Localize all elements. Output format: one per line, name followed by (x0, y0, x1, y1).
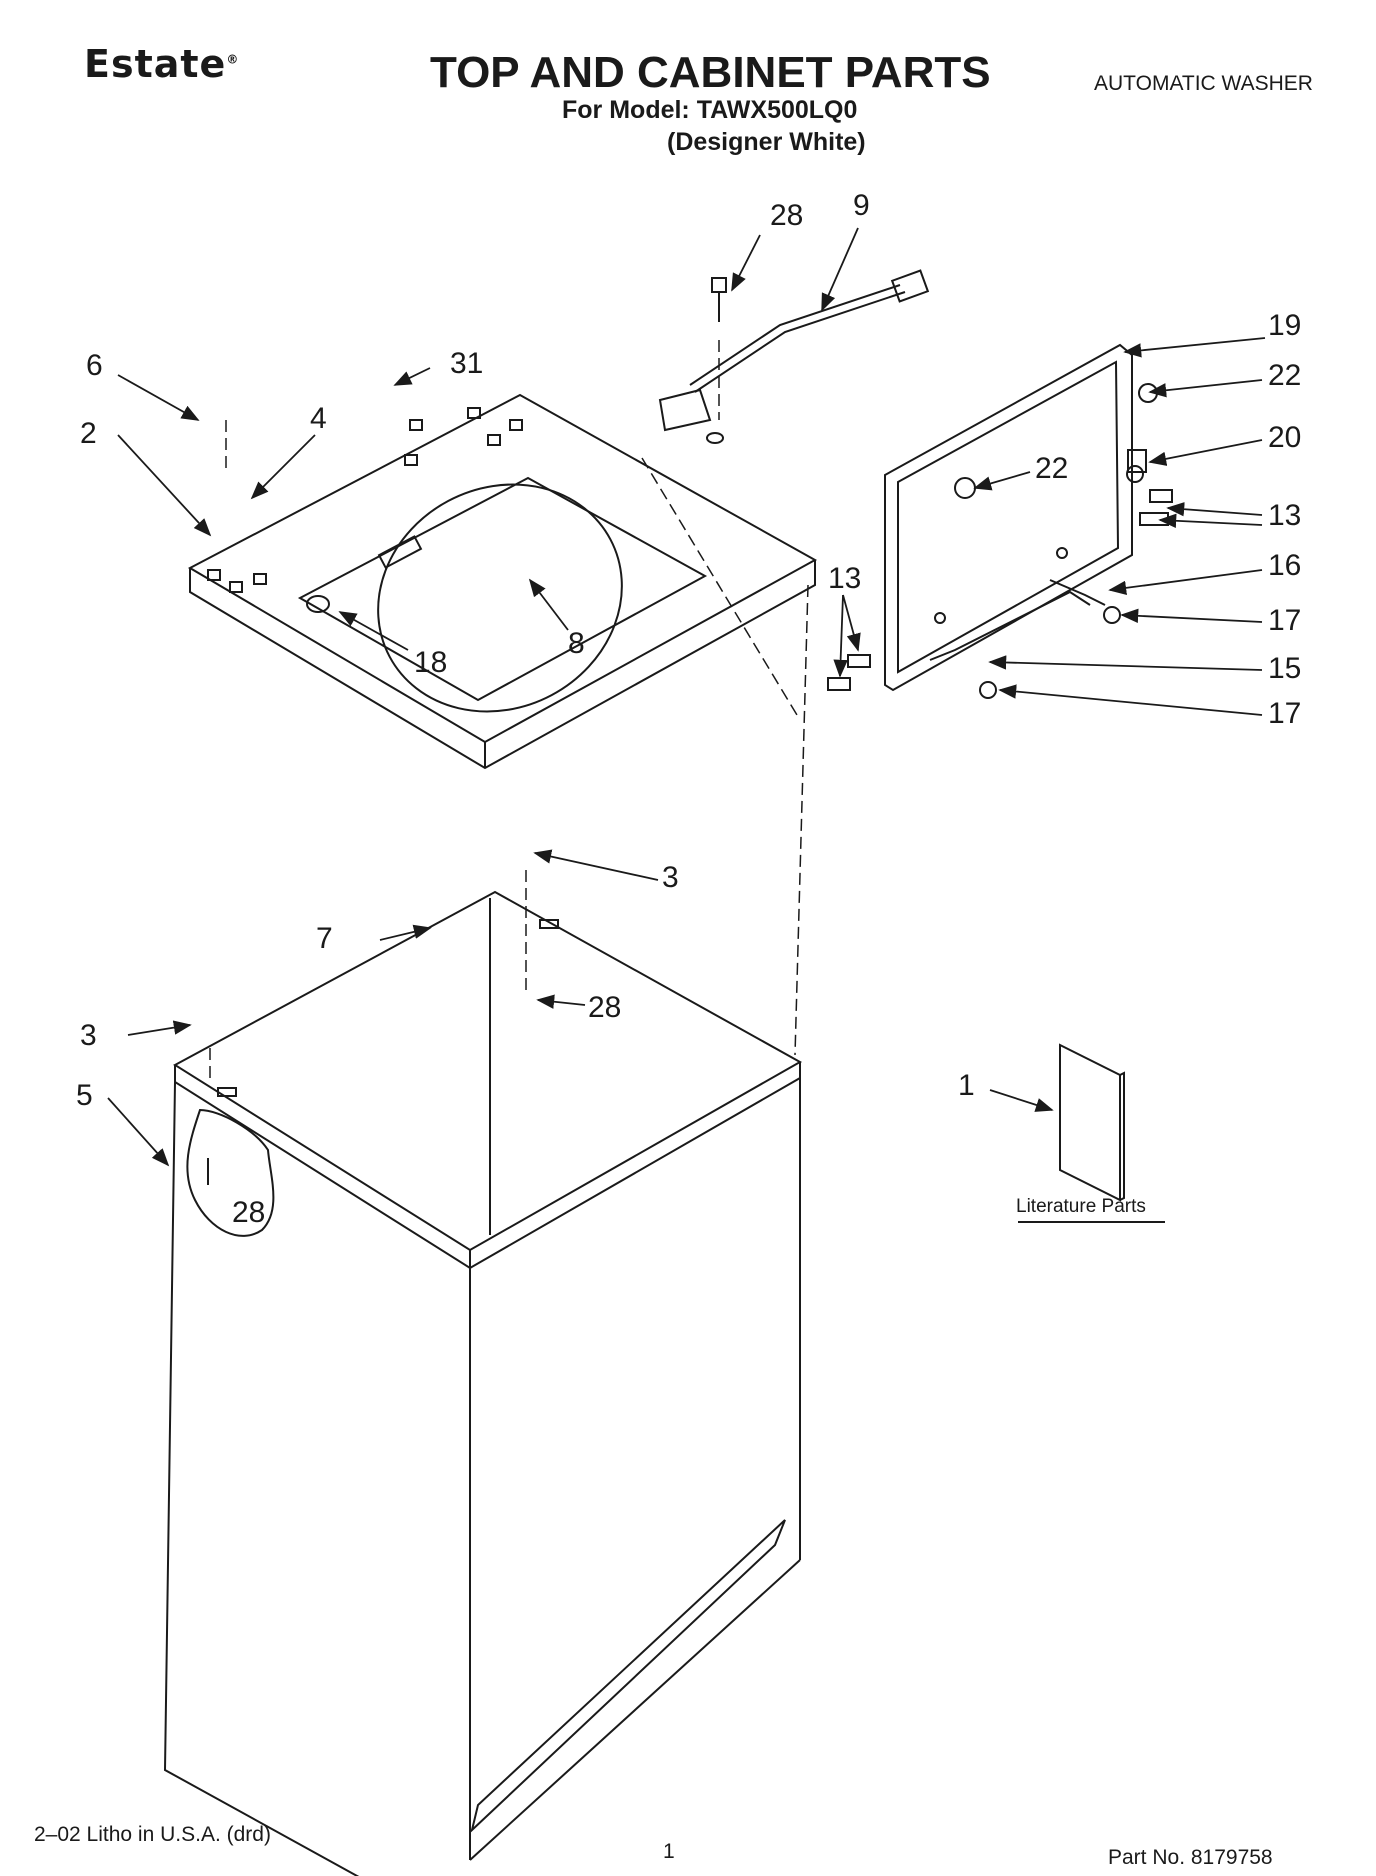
callout-9-wire-harness: 9 (853, 189, 870, 222)
callout-18-dispenser: 18 (414, 646, 447, 679)
litho-note: 2–02 Litho in U.S.A. (drd) (34, 1823, 271, 1846)
leader-arrow-13 (833, 594, 848, 678)
leader-arrow-22 (536, 994, 586, 1009)
callout-5-cabinet: 5 (76, 1079, 93, 1112)
leader-arrow-5 (393, 367, 431, 386)
console-back-panel (827, 343, 1173, 699)
leader-arrow-8 (1148, 439, 1263, 466)
leader-arrow-23 (127, 1020, 192, 1036)
callout-16-hose: 16 (1268, 549, 1301, 582)
leader-arrow-4 (117, 374, 200, 421)
leader-arrow-0 (731, 234, 761, 292)
callout-6-hinge: 6 (86, 349, 103, 382)
leader-arrows (107, 227, 1266, 1167)
leader-arrow-19 (528, 578, 569, 631)
wire-harness (658, 269, 930, 444)
leader-arrow-21 (379, 924, 432, 941)
leader-arrow-18 (338, 611, 409, 651)
callout-28-side-screw: 28 (232, 1196, 265, 1229)
brand-name: Estate (84, 42, 227, 86)
callout-20-switch: 20 (1268, 421, 1301, 454)
callout-31-bracket: 31 (450, 347, 483, 380)
leader-arrow-7 (250, 434, 316, 500)
washer-top (187, 393, 818, 770)
callout-28-cabinet-screw: 28 (588, 991, 621, 1024)
callout-22-upper-clip: 22 (1268, 359, 1301, 392)
leader-arrow-1 (821, 227, 859, 312)
literature-label: Literature Parts (1016, 1196, 1146, 1217)
leader-arrow-25 (989, 1089, 1054, 1112)
model-line: For Model: TAWX500LQ0 (562, 96, 858, 124)
leader-arrow-11 (1158, 513, 1263, 528)
callout-3-lower-clip: 3 (80, 1019, 97, 1052)
callout-13-left-screw: 13 (828, 562, 861, 595)
callout-22-mid-clip: 22 (1035, 452, 1068, 485)
callout-1-literature: 1 (958, 1069, 975, 1102)
leader-arrow-17 (998, 684, 1263, 716)
callout-13-right-screw: 13 (1268, 499, 1301, 532)
callout-2-top: 2 (80, 417, 97, 450)
page-number: 1 (663, 1840, 675, 1863)
leader-arrow-24 (107, 1097, 170, 1167)
leader-arrow-3 (1148, 379, 1263, 398)
trademark-mark: ® (226, 52, 240, 67)
guide-lines (209, 340, 809, 1080)
callout-15-tube: 15 (1268, 652, 1301, 685)
leader-arrow-16 (988, 655, 1263, 671)
leader-arrow-2 (1123, 337, 1266, 358)
callout-17-lower-clamp: 17 (1268, 697, 1301, 730)
washer-cabinet (163, 890, 803, 1876)
product-category: AUTOMATIC WASHER (1094, 72, 1313, 95)
leader-arrow-6 (117, 434, 212, 537)
callout-7-screw: 7 (316, 922, 333, 955)
brand-logo: Estate® (84, 42, 239, 86)
callout-4-clip: 4 (310, 402, 327, 435)
leader-arrow-14 (1108, 569, 1263, 596)
literature-book (1018, 1043, 1165, 1223)
color-line: (Designer White) (667, 128, 866, 156)
leader-arrow-12 (842, 594, 861, 652)
leader-arrow-20 (533, 849, 659, 881)
callout-8-fastener: 8 (568, 627, 585, 660)
callout-28-harness-screw: 28 (770, 199, 803, 232)
leader-arrow-9 (973, 471, 1031, 491)
callout-19-console-frame: 19 (1268, 309, 1301, 342)
part-number: Part No. 8179758 (1108, 1846, 1273, 1869)
page-title: TOP AND CABINET PARTS (430, 48, 991, 97)
callout-3-upper-clip: 3 (662, 861, 679, 894)
leader-arrow-15 (1120, 608, 1263, 624)
callout-17-upper-clamp: 17 (1268, 604, 1301, 637)
callout-numbers: 28 9 19 22 6 31 2 4 20 22 13 13 16 17 13… (76, 189, 1301, 1229)
leader-arrow-10 (1166, 502, 1263, 517)
